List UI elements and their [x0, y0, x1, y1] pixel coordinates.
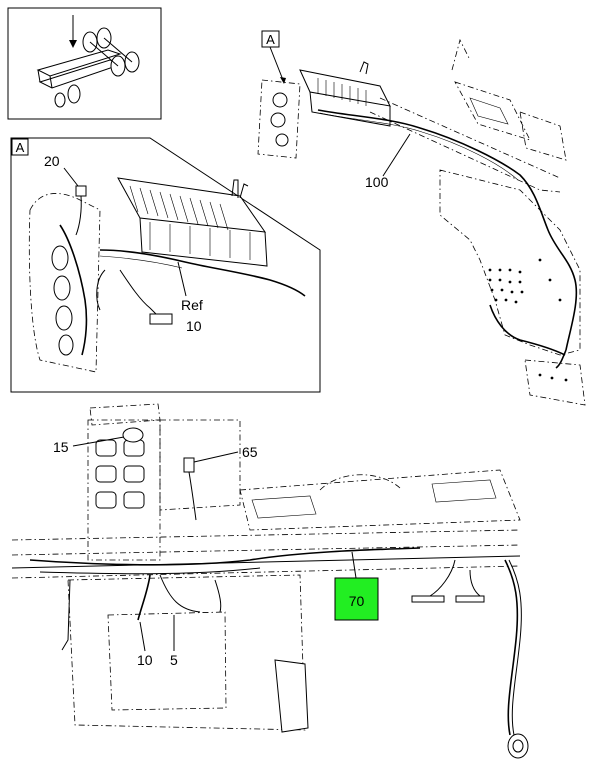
detail-a-inset: A [10, 137, 321, 393]
svg-text:10: 10 [137, 652, 153, 668]
chassis-locator-inset [7, 7, 162, 120]
callout-5: 5 [170, 615, 178, 668]
svg-text:100: 100 [365, 174, 389, 190]
svg-text:5: 5 [170, 652, 178, 668]
callout-15: 15 [53, 436, 125, 455]
svg-text:Ref: Ref [181, 297, 203, 313]
svg-text:A: A [16, 140, 25, 155]
callout-100: 100 [365, 133, 411, 190]
callout-ref-10: Ref 10 [177, 261, 203, 334]
svg-text:20: 20 [44, 153, 60, 169]
lower-frame-drawing [11, 403, 529, 759]
svg-text:10: 10 [186, 318, 202, 334]
svg-text:70: 70 [349, 593, 365, 609]
callout-20: 20 [44, 153, 79, 187]
svg-text:65: 65 [242, 444, 258, 460]
svg-text:A: A [266, 32, 275, 47]
svg-text:15: 15 [53, 439, 69, 455]
callout-65: 65 [193, 444, 258, 463]
callout-10: 10 [137, 621, 153, 668]
cab-assembly-drawing [257, 38, 586, 406]
callout-70-highlighted[interactable]: 70 [334, 551, 379, 621]
detail-a-marker: A [261, 30, 286, 84]
